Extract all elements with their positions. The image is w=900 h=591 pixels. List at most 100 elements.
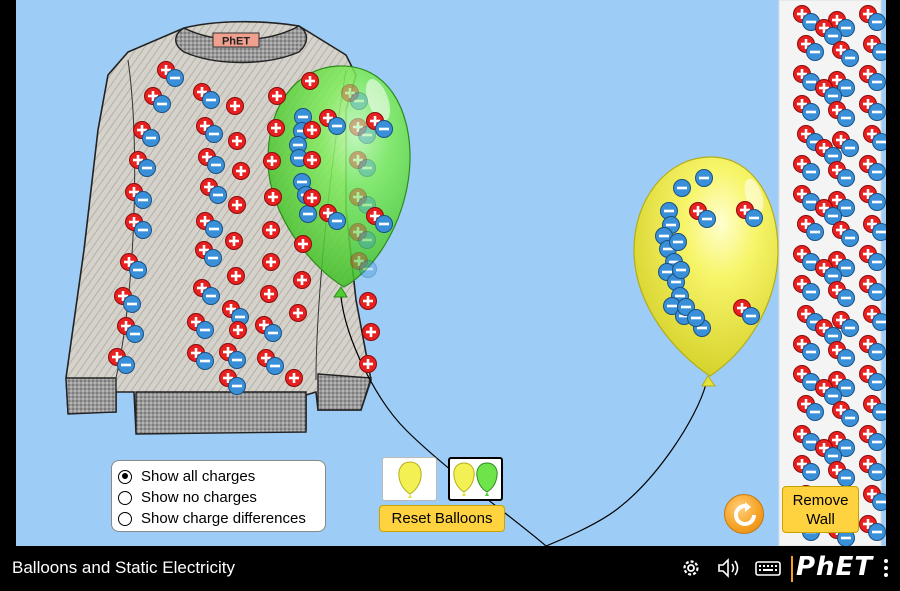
sweater-charges (108, 61, 380, 395)
positive-charge (362, 323, 380, 341)
negative-charge (868, 253, 886, 271)
yellow-balloon-string (545, 383, 707, 546)
negative-charge (868, 283, 886, 301)
negative-charge (837, 439, 855, 457)
negative-charge (196, 352, 214, 370)
negative-charge (669, 233, 687, 251)
remove-wall-line-2: Wall (806, 511, 835, 528)
yellow-balloon-icon (398, 461, 422, 498)
radio-icon[interactable] (118, 511, 132, 526)
negative-charge (328, 117, 346, 135)
menu-icon[interactable] (883, 556, 889, 582)
negative-charge (868, 523, 886, 541)
negative-charge (868, 373, 886, 391)
negative-charge (837, 169, 855, 187)
negative-charge (166, 69, 184, 87)
radio-icon[interactable] (118, 490, 132, 505)
positive-charge (285, 369, 303, 387)
negative-charge (209, 186, 227, 204)
negative-charge (824, 207, 842, 225)
positive-charge (267, 119, 285, 137)
negative-charge (142, 129, 160, 147)
charge-display-panel: Show all charges Show no charges Show ch… (111, 460, 326, 532)
negative-charge (872, 43, 886, 61)
negative-charge (868, 463, 886, 481)
two-balloons-button[interactable] (448, 457, 503, 501)
positive-charge (359, 355, 377, 373)
negative-charge (868, 163, 886, 181)
negative-charge (872, 133, 886, 151)
remove-wall-line-1: Remove (792, 492, 849, 509)
green-balloon[interactable] (267, 65, 411, 298)
negative-charge (299, 205, 317, 223)
negative-charge (802, 283, 820, 301)
positive-charge (303, 189, 321, 207)
negative-charge (153, 95, 171, 113)
negative-charge (841, 319, 859, 337)
positive-charge (303, 121, 321, 139)
negative-charge (868, 343, 886, 361)
negative-charge (123, 295, 141, 313)
audio-icon[interactable] (716, 557, 742, 579)
keyboard-icon[interactable] (755, 557, 781, 579)
negative-charge (868, 73, 886, 91)
yellow-balloon[interactable] (633, 156, 779, 387)
negative-charge (202, 91, 220, 109)
phet-logo[interactable]: PhET (796, 552, 874, 582)
negative-charge (824, 267, 842, 285)
negative-charge (872, 223, 886, 241)
negative-charge (872, 403, 886, 421)
negative-charge (806, 403, 824, 421)
positive-charge (349, 188, 367, 206)
negative-charge (837, 19, 855, 37)
negative-charge (204, 249, 222, 267)
remove-wall-button[interactable]: Remove Wall (782, 486, 859, 533)
reset-icon (734, 502, 756, 526)
negative-charge (872, 493, 886, 511)
positive-charge (301, 72, 319, 90)
negative-charge (207, 156, 225, 174)
green-balloon-string (340, 296, 547, 546)
negative-charge (129, 261, 147, 279)
negative-charge (228, 351, 246, 369)
negative-charge (375, 120, 393, 138)
negative-charge (134, 191, 152, 209)
negative-charge (375, 215, 393, 233)
negative-charge (841, 409, 859, 427)
show-charge-differences-option[interactable]: Show charge differences (118, 508, 325, 529)
negative-charge (695, 169, 713, 187)
negative-charge (868, 103, 886, 121)
negative-charge (824, 387, 842, 405)
one-balloon-button[interactable] (382, 457, 437, 501)
negative-charge (328, 212, 346, 230)
wall (778, 0, 886, 546)
radio-selected-icon[interactable] (118, 469, 132, 484)
play-area: PhET (65, 0, 886, 546)
positive-charge (260, 285, 278, 303)
negative-charge (350, 92, 368, 110)
option-label: Show charge differences (141, 510, 306, 527)
reset-all-button[interactable] (724, 494, 764, 534)
positive-charge (262, 221, 280, 239)
positive-charge (289, 304, 307, 322)
negative-charge (202, 287, 220, 305)
positive-charge (229, 321, 247, 339)
reset-balloons-button[interactable]: Reset Balloons (379, 505, 505, 532)
negative-charge (802, 343, 820, 361)
negative-charge (802, 163, 820, 181)
positive-charge (293, 271, 311, 289)
negative-charge (290, 149, 308, 167)
negative-charge (134, 221, 152, 239)
show-no-charges-option[interactable]: Show no charges (118, 487, 325, 508)
negative-charge (837, 379, 855, 397)
negative-charge (841, 49, 859, 67)
settings-icon[interactable] (680, 557, 702, 579)
show-all-charges-option[interactable]: Show all charges (118, 466, 325, 487)
positive-charge (264, 188, 282, 206)
positive-charge (294, 235, 312, 253)
logo-divider (791, 556, 793, 582)
negative-charge (672, 261, 690, 279)
negative-charge (205, 220, 223, 238)
negative-charge (266, 357, 284, 375)
simulation-area: PhET Show all charges (16, 0, 886, 546)
